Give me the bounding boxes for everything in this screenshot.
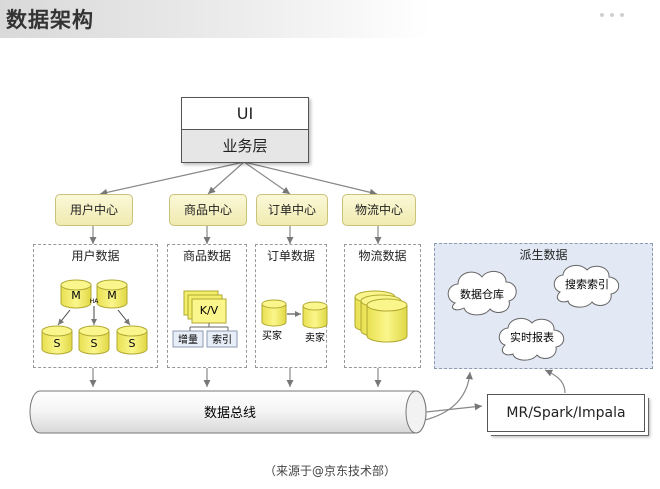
index-label: 索引 [212, 333, 232, 346]
master-db-icon [60, 279, 128, 309]
logistics-db-icon [354, 290, 408, 343]
slave-label-1: S [54, 337, 61, 350]
kv-label: K/V [200, 304, 219, 317]
product-center: 商品中心 [169, 194, 247, 226]
slave-db-icon [41, 325, 148, 355]
layer-to-center-arrows [99, 161, 378, 196]
title-bar: 数据架构 [0, 0, 430, 38]
index-box [206, 330, 238, 348]
data-warehouse-label: 数据仓库 [460, 287, 504, 301]
master-label-2: M [107, 289, 117, 302]
buyer-label: 买家 [262, 329, 282, 342]
bus-to-derived-arrow [424, 371, 473, 421]
slave-label-2: S [91, 337, 98, 350]
buyer-db-icon [261, 299, 287, 327]
ha-label: HA [90, 298, 100, 305]
user-data-label: 用户数据 [71, 249, 120, 263]
logistics-data-label: 物流数据 [358, 249, 407, 263]
seller-label: 卖家 [305, 331, 325, 344]
logistics-center: 物流中心 [342, 194, 416, 226]
center-to-data-arrows [89, 225, 382, 244]
kv-store-icon [183, 290, 227, 324]
seller-db-icon [302, 301, 328, 329]
compute-to-derived-arrow [544, 369, 566, 394]
ui-layer-label: UI [182, 98, 308, 130]
derived-data-label: 派生数据 [519, 248, 568, 262]
increment-label: 增量 [178, 333, 198, 346]
source-caption: （来源于@京东技术部） [263, 464, 396, 478]
master-label-1: M [71, 289, 81, 302]
search-index-label: 搜索索引 [565, 277, 609, 291]
business-layer-label: 业务层 [182, 130, 308, 162]
increment-box [172, 330, 204, 348]
data-bus-cylinder [29, 390, 427, 434]
decoration-dots [600, 2, 640, 17]
data-to-bus-arrows [89, 368, 382, 387]
data-bus-label: 数据总线 [204, 406, 256, 421]
order-center: 订单中心 [256, 194, 328, 226]
ui-business-stack: UI 业务层 [181, 97, 309, 163]
order-data-label: 订单数据 [266, 249, 315, 263]
compute-engine-box: MR/Spark/Impala [487, 394, 645, 432]
bus-to-compute-arrow [425, 403, 483, 413]
page-title: 数据架构 [6, 8, 94, 32]
product-data-label: 商品数据 [182, 249, 231, 263]
cloud-icon [447, 264, 620, 361]
slave-label-3: S [129, 337, 136, 350]
user-center: 用户中心 [55, 194, 133, 226]
realtime-report-label: 实时报表 [510, 330, 554, 344]
